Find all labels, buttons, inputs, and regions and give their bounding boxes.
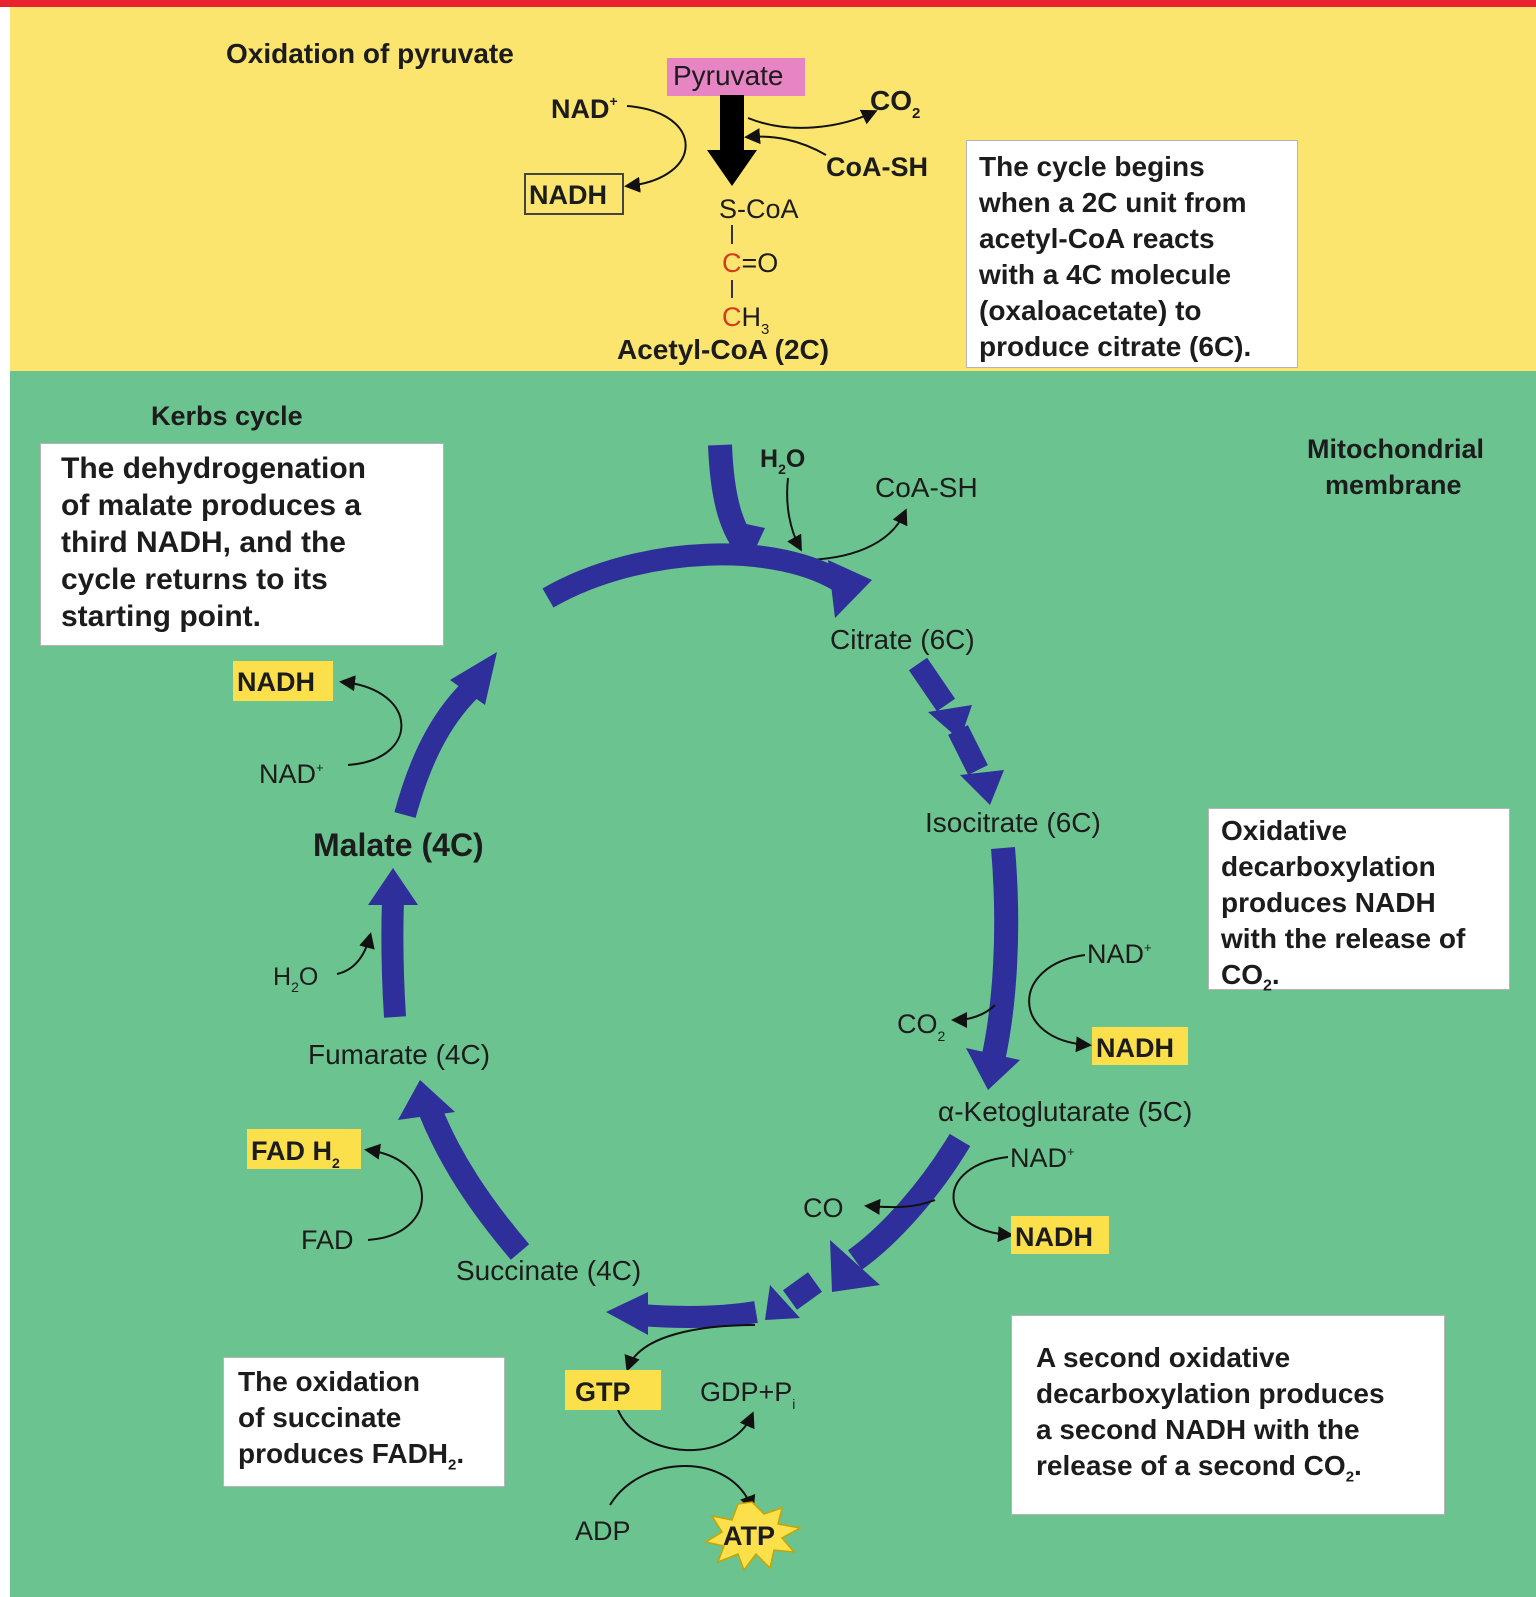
carbonyl-label: C=O: [722, 248, 778, 278]
arc-succinyl-a: [782, 1272, 823, 1310]
co2-release-arrow: [747, 109, 878, 129]
nad-isocitrate-label: NAD+: [1087, 939, 1152, 969]
pyruvate-panel-title: Oxidation of pyruvate: [226, 38, 514, 69]
arrowhead-oxaloacetate: [450, 652, 497, 705]
nad-to-nadh-ketoglutarate-arrow: [952, 1156, 1014, 1243]
arrowhead-citrate: [828, 560, 872, 618]
pyruvate-highlight: [667, 58, 805, 96]
coa-sh-label: CoA-SH: [826, 152, 928, 182]
coa-sh-cycle-label: CoA-SH: [875, 472, 978, 503]
arrowhead-fumarate: [398, 1080, 455, 1120]
nadh-isocitrate-highlight: [1092, 1027, 1188, 1065]
gtp-to-gdp-loop: [617, 1409, 755, 1452]
arrowhead-succinyl-b: [765, 1285, 800, 1320]
ketoglutarate-label: α-Ketoglutarate (5C): [938, 1096, 1192, 1127]
fadh2-highlight: [247, 1129, 361, 1169]
note-succinate-oxidation: The oxidation of succinate produces FADH…: [223, 1357, 505, 1487]
adp-to-atp-arrow: [609, 1465, 756, 1512]
nad-plus-label: NAD+: [551, 93, 618, 124]
co2-isocitrate-label: CO2: [897, 1009, 946, 1044]
atp-starburst: [704, 1501, 803, 1572]
nad-to-nadh-malate-arrow: [339, 675, 403, 766]
arc-isocitrate-to-ketoglutarate: [981, 846, 1019, 1063]
fadh2-label: FAD H2: [251, 1136, 340, 1171]
arc-succinate-to-fumarate: [418, 1105, 530, 1260]
gdp-to-gtp-arrow: [624, 1324, 756, 1372]
gdp-pi-label: GDP+Pi: [700, 1377, 795, 1412]
nadh-malate-label: NADH: [237, 667, 315, 697]
nadh-label: NADH: [529, 180, 607, 210]
arc-fumarate-to-malate: [381, 899, 406, 1018]
nadh-malate-highlight: [233, 661, 333, 701]
fumarate-label: Fumarate (4C): [308, 1039, 490, 1070]
membrane-label-line2: membrane: [1325, 470, 1462, 500]
co2-isocitrate-arrow: [951, 1004, 996, 1028]
arrowhead-succinate: [606, 1292, 648, 1335]
co2-label: CO2: [870, 85, 920, 122]
citrate-label: Citrate (6C): [830, 624, 975, 655]
gtp-highlight: [565, 1370, 661, 1410]
s-coa-label: S-CoA: [719, 194, 799, 224]
nadh-box: [524, 173, 624, 215]
arrowhead-ketoglutarate: [966, 1048, 1020, 1090]
arrowhead-succinyl: [830, 1240, 880, 1292]
h2o-top-label: H2O: [760, 445, 805, 477]
arc-ketoglutarate-to-succinate: [847, 1133, 971, 1270]
note-isocitrate-decarboxylation: Oxidative decarboxylation produces NADH …: [1208, 808, 1510, 995]
arc-citrate-to-isocitrate-a: [908, 657, 956, 712]
arc-oxaloacetate-to-citrate: [542, 543, 852, 608]
top-border: [0, 0, 1536, 7]
note-cycle-begins: The cycle begins when a 2C unit from ace…: [966, 140, 1298, 368]
membrane-label-line1: Mitochondrial: [1307, 434, 1484, 464]
arrowhead-ci-b: [960, 770, 1004, 805]
h2o-lower-label: H2O: [273, 963, 318, 995]
note-malate-dehydrogenation: The dehydrogenation of malate produces a…: [40, 443, 444, 646]
pyruvate-down-arrow: [707, 95, 757, 186]
nad-malate-label: NAD+: [259, 759, 324, 789]
nadh-ketoglutarate-label: NADH: [1015, 1222, 1093, 1252]
adp-label: ADP: [575, 1516, 631, 1546]
isocitrate-label: Isocitrate (6C): [925, 807, 1101, 838]
arc-to-succinate: [639, 1301, 758, 1328]
pyruvate-label: Pyruvate: [673, 60, 784, 91]
arc-citrate-to-isocitrate-b: [948, 725, 988, 775]
h2o-input-arrow: [786, 477, 802, 552]
acetyl-coa-label: Acetyl-CoA (2C): [617, 334, 829, 365]
co-ketoglutarate-arrow: [864, 1198, 936, 1215]
methyl-label: CH3: [722, 302, 769, 338]
atp-label: ATP: [723, 1521, 775, 1551]
nad-to-nadh-arrow: [624, 105, 687, 193]
arc-malate-to-oxaloacetate: [394, 682, 478, 818]
nad-to-nadh-isocitrate-arrow: [1028, 954, 1092, 1053]
succinate-label: Succinate (4C): [456, 1255, 641, 1286]
nadh-ketoglutarate-highlight: [1011, 1216, 1109, 1254]
arrowhead-malate: [368, 868, 418, 905]
fad-to-fadh2-arrow: [364, 1143, 423, 1241]
fad-label: FAD: [301, 1225, 354, 1255]
gtp-label: GTP: [575, 1377, 631, 1407]
note-second-decarboxylation: A second oxidative decarboxylation produ…: [1011, 1315, 1445, 1515]
malate-label: Malate (4C): [313, 827, 484, 863]
co-ketoglutarate-label: CO: [803, 1193, 844, 1223]
cycle-title: Kerbs cycle: [151, 401, 303, 431]
h2o-lower-arrow: [336, 932, 375, 975]
coa-sh-input-arrow: [744, 128, 827, 156]
nad-ketoglutarate-label: NAD+: [1010, 1143, 1075, 1173]
nadh-isocitrate-label: NADH: [1096, 1033, 1174, 1063]
